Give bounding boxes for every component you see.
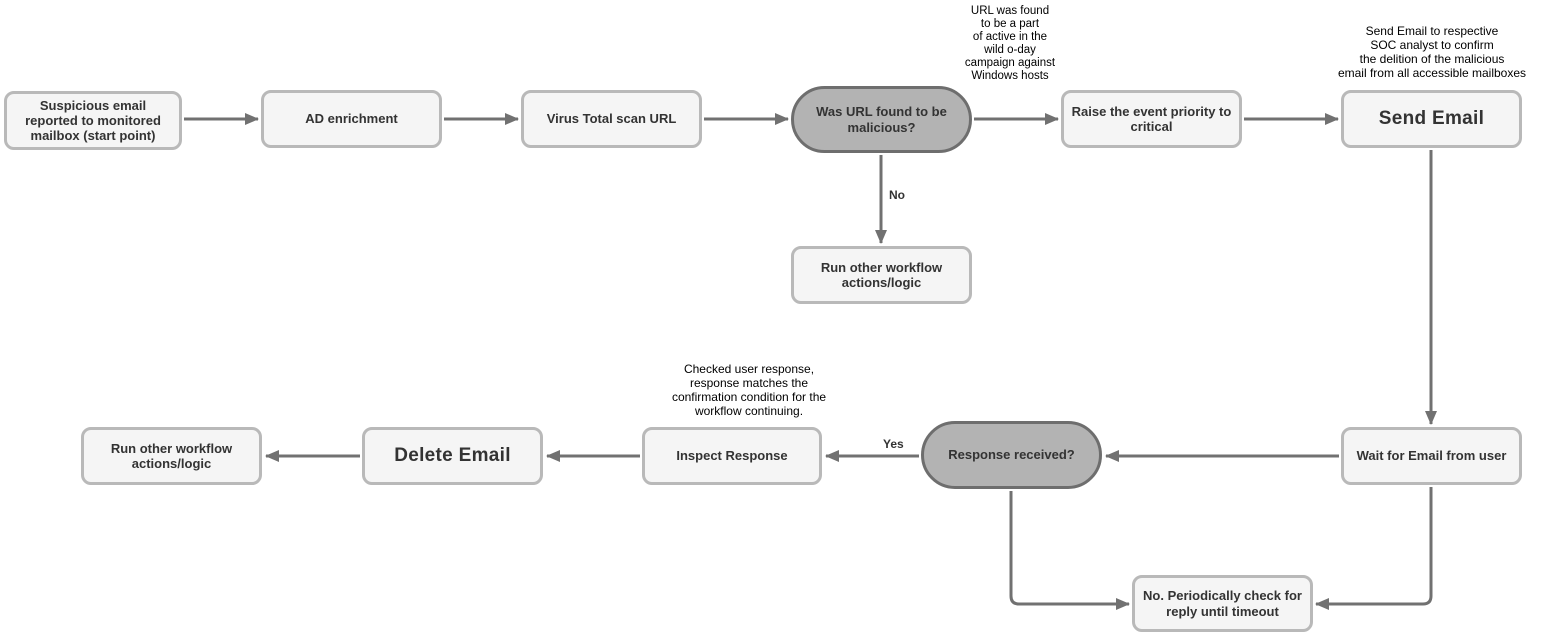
node-response-received-decision: Response received?: [921, 421, 1102, 489]
node-start: Suspicious email reported to monitored m…: [4, 91, 182, 150]
node-ad-enrichment: AD enrichment: [261, 90, 442, 148]
node-virus-total-scan: Virus Total scan URL: [521, 90, 702, 148]
node-periodic-check: No. Periodically check for reply until t…: [1132, 575, 1313, 632]
node-run-other-workflow-final: Run other workflow actions/logic: [81, 427, 262, 485]
node-delete-email: Delete Email: [362, 427, 543, 485]
edge-wait-to-periodiccheck: [1315, 487, 1433, 610]
node-wait-for-email: Wait for Email from user: [1341, 427, 1522, 485]
edge-label-yes: Yes: [881, 437, 906, 451]
node-run-other-workflow-no-branch: Run other workflow actions/logic: [791, 246, 972, 304]
annotation-zero-day-note: URL was found to be a part of active in …: [964, 5, 1056, 82]
annotation-inspect-response-note: Checked user response, response matches …: [671, 362, 827, 418]
node-url-malicious-decision: Was URL found to be malicious?: [791, 86, 972, 153]
edge-responsedecision-to-periodiccheck: [1009, 491, 1130, 610]
edge-label-no: No: [887, 188, 907, 202]
annotation-send-email-note: Send Email to respective SOC analyst to …: [1337, 24, 1527, 80]
node-send-email: Send Email: [1341, 90, 1522, 148]
node-raise-priority: Raise the event priority to critical: [1061, 90, 1242, 148]
node-inspect-response: Inspect Response: [642, 427, 822, 485]
